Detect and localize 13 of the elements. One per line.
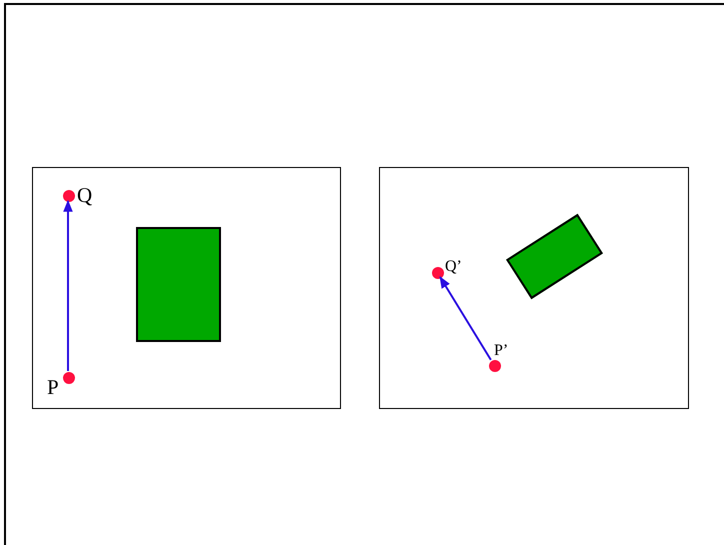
arrow <box>439 276 492 360</box>
point-dot <box>63 372 75 384</box>
point-dot <box>489 360 501 372</box>
point-label: P <box>47 377 59 398</box>
rectangle-shape <box>136 227 221 342</box>
panel-frame <box>32 167 341 409</box>
point-label: P’ <box>494 343 508 359</box>
point-dot <box>63 190 75 202</box>
panel-frame <box>379 167 689 409</box>
arrow <box>63 200 73 371</box>
point-dot <box>432 267 444 279</box>
point-label: Q’ <box>445 259 462 275</box>
point-label: Q <box>77 185 92 206</box>
